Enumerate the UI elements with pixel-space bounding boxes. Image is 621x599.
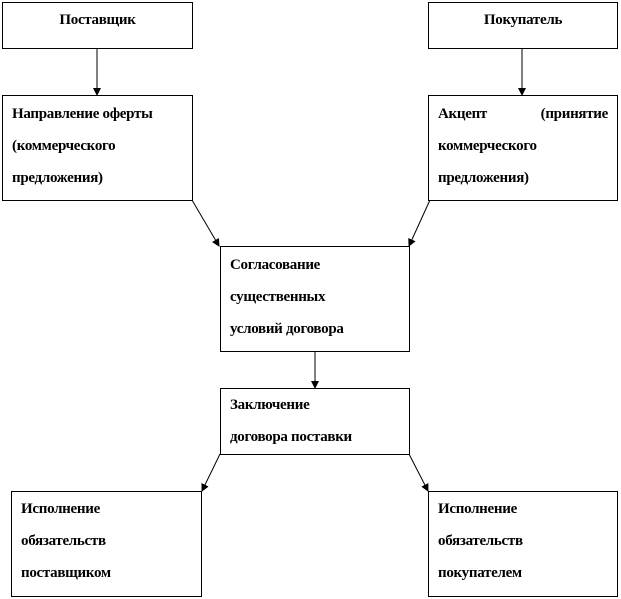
contract-line-1: Заключение [230,397,310,413]
arrow-contract-to-supplier-performance [201,453,221,492]
agreement-box: Согласование существенных условий догово… [220,246,410,352]
buyer-performance-line-3: покупателем [438,565,522,581]
contract-box: Заключение договора поставки [220,388,410,455]
arrow-contract-to-buyer-performance [408,453,429,492]
arrow-acceptance-to-agreement [408,199,431,247]
contract-line-2: договора поставки [230,429,352,445]
offer-line-2: (коммерческого [12,138,116,154]
buyer-label: Покупатель [483,12,563,28]
agreement-line-1: Согласование [230,257,321,273]
acceptance-line-3: предложения) [438,170,529,186]
offer-line-3: предложения) [12,170,103,186]
supplier-box: Поставщик [2,2,193,49]
arrow-offer-to-agreement [191,199,220,247]
supplier-performance-line-3: поставщиком [21,565,111,581]
agreement-line-2: существенных [230,289,326,305]
acceptance-line-1: Акцепт (принятие [438,98,608,130]
acceptance-box: Акцепт (принятие коммерческого предложен… [428,95,618,201]
supplier-performance-box: Исполнение обязательств поставщиком [11,491,202,597]
offer-line-1: Направление оферты [12,106,153,122]
buyer-performance-line-2: обязательств [438,533,523,549]
supplier-performance-line-2: обязательств [21,533,106,549]
acceptance-line-2: коммерческого [438,138,537,154]
buyer-box: Покупатель [428,2,618,49]
supplier-performance-line-1: Исполнение [21,501,100,517]
acceptance-word-2: (принятие [540,106,609,122]
buyer-performance-box: Исполнение обязательств покупателем [428,491,618,597]
acceptance-word-1: Акцепт [438,106,487,122]
offer-box: Направление оферты (коммерческого предло… [2,95,193,201]
agreement-line-3: условий договора [230,321,344,337]
supplier-label: Поставщик [59,12,136,28]
buyer-performance-line-1: Исполнение [438,501,517,517]
